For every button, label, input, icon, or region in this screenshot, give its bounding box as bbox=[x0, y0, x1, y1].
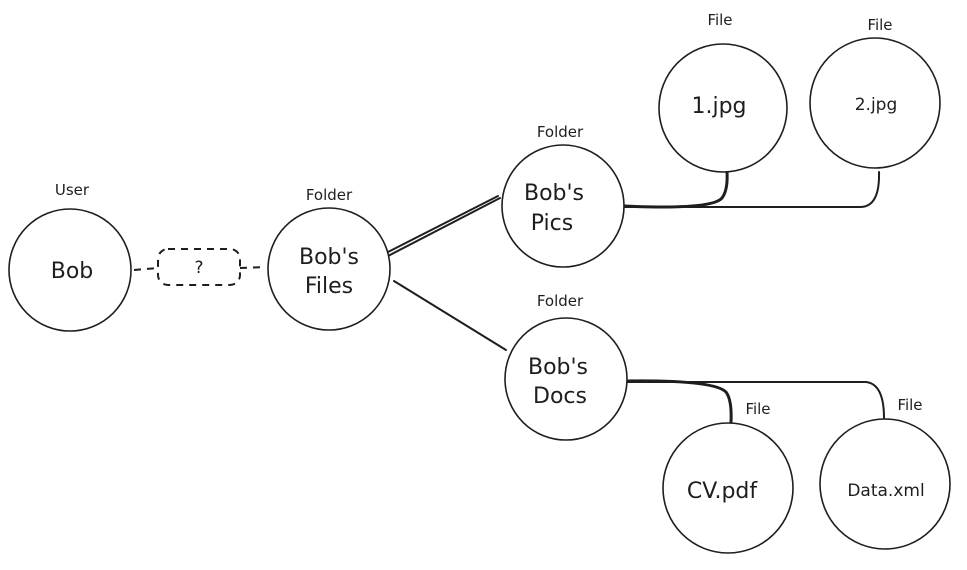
node-circle bbox=[267, 207, 391, 331]
node-folder-bobs-pics[interactable]: Folder Bob's Pics bbox=[501, 123, 625, 268]
edge-files-to-pics-2 bbox=[387, 195, 499, 253]
node-type-label: Folder bbox=[537, 292, 584, 310]
node-label: 1.jpg bbox=[691, 94, 746, 119]
node-circle bbox=[658, 43, 788, 173]
node-label-line-1: Bob's bbox=[528, 355, 588, 380]
node-circle bbox=[809, 37, 941, 169]
node-label: Data.xml bbox=[847, 481, 924, 501]
node-file-cvpdf[interactable]: File CV.pdf bbox=[662, 400, 794, 554]
edge-docs-to-cvpdf bbox=[626, 379, 733, 424]
node-label: Bob bbox=[51, 259, 94, 284]
edge-pics-to-1jpg bbox=[622, 170, 729, 209]
node-label-line-2: Files bbox=[305, 274, 353, 299]
node-circle bbox=[662, 422, 794, 554]
node-circle bbox=[819, 418, 951, 550]
edge-docs-to-dataxml bbox=[627, 381, 885, 419]
node-label-line-2: Pics bbox=[531, 211, 573, 236]
relation-box bbox=[157, 248, 241, 286]
node-label-line-2: Docs bbox=[533, 384, 587, 409]
node-type-label: Folder bbox=[306, 186, 353, 204]
node-user-bob[interactable]: User Bob bbox=[8, 181, 132, 332]
node-circle bbox=[504, 317, 628, 441]
node-type-label: File bbox=[745, 400, 770, 418]
node-file-dataxml[interactable]: File Data.xml bbox=[819, 396, 951, 550]
node-label: 2.jpg bbox=[855, 95, 898, 115]
edge-pics-to-2jpg bbox=[623, 171, 881, 208]
node-label: CV.pdf bbox=[687, 479, 758, 504]
node-type-label: File bbox=[897, 396, 922, 414]
relation-label: ? bbox=[194, 258, 203, 278]
edge-relation-to-files bbox=[239, 266, 267, 269]
node-circle bbox=[501, 144, 625, 268]
node-type-label: Folder bbox=[537, 123, 584, 141]
node-label-line-1: Bob's bbox=[524, 181, 584, 206]
node-label-line-1: Bob's bbox=[299, 245, 359, 270]
node-file-2jpg[interactable]: File 2.jpg bbox=[809, 16, 941, 169]
node-file-1jpg[interactable]: File 1.jpg bbox=[658, 11, 788, 173]
node-folder-bobs-docs[interactable]: Folder Bob's Docs bbox=[504, 292, 628, 441]
node-folder-bobs-files[interactable]: Folder Bob's Files bbox=[267, 186, 391, 331]
edge-files-to-docs bbox=[393, 280, 507, 351]
edge-bob-to-relation bbox=[133, 267, 159, 271]
node-circle bbox=[8, 208, 132, 332]
node-type-label: File bbox=[867, 16, 892, 34]
edges bbox=[133, 170, 885, 424]
edge-files-to-pics bbox=[387, 197, 501, 257]
node-type-label: User bbox=[55, 181, 90, 199]
node-type-label: File bbox=[707, 11, 732, 29]
